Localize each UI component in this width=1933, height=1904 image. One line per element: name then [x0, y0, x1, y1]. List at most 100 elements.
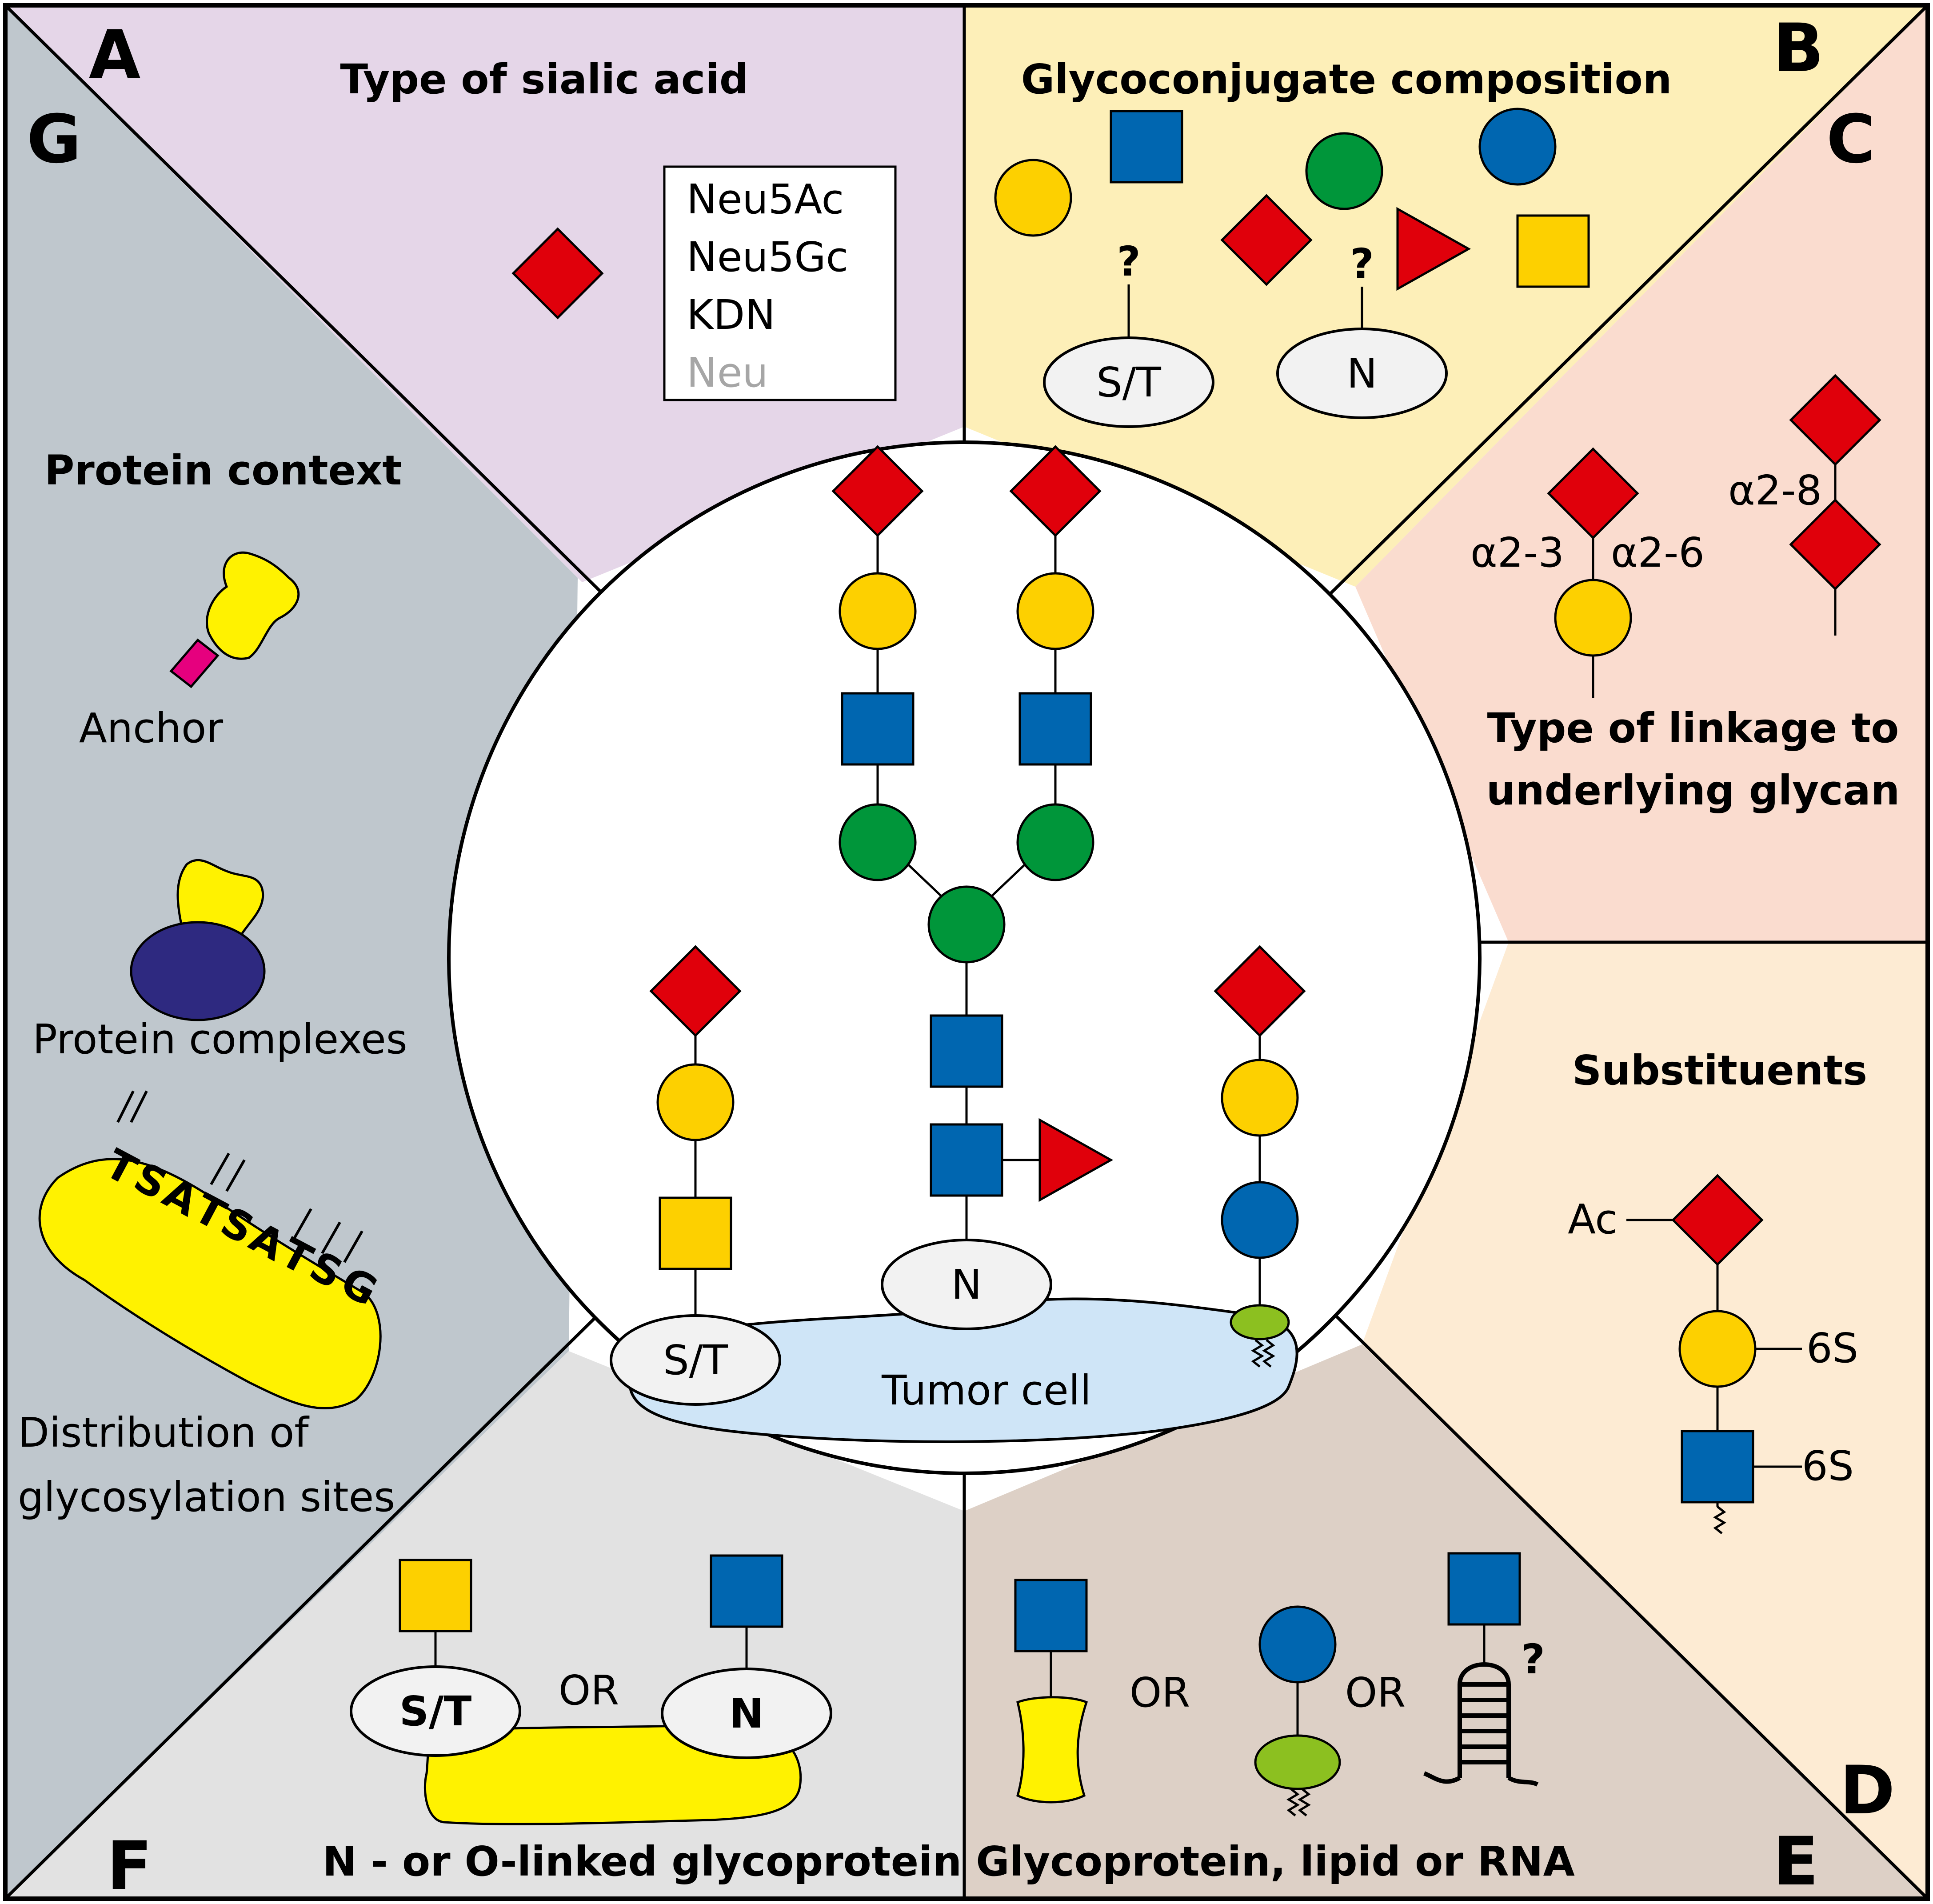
n-site-label: N — [1347, 350, 1378, 397]
lipid-tail — [1251, 1339, 1264, 1368]
glcnac-square — [930, 1014, 1003, 1088]
panel-c-title-line1: Type of linkage to — [1487, 704, 1899, 752]
sialic-type-neu5gc: Neu5Gc — [687, 233, 848, 281]
panel-d-title: Substituents — [1572, 1047, 1867, 1094]
galactose-circle — [839, 572, 917, 650]
glcnac-square — [1014, 1579, 1088, 1652]
sialic-type-neu: Neu — [687, 349, 768, 396]
mannose-circle — [1305, 132, 1383, 210]
galnac-square — [399, 1559, 472, 1632]
linkage-a2-3: α2-3 — [1470, 529, 1564, 576]
st-site-label: S/T — [1096, 359, 1161, 406]
panel-e-background — [964, 1344, 1928, 1899]
sialic-acid-diamond — [1789, 498, 1881, 591]
or-label: OR — [1130, 1669, 1190, 1716]
glycolipid — [1214, 945, 1306, 1368]
galnac-square — [659, 1196, 732, 1270]
sialic-acid-diamond — [1789, 374, 1881, 466]
panel-a-background — [5, 5, 964, 582]
protein-shape — [1016, 1696, 1088, 1804]
linkage-a2-8: α2-8 — [1728, 467, 1822, 514]
galactose-circle — [1678, 1310, 1757, 1388]
tumor-cell-label: Tumor cell — [881, 1367, 1091, 1414]
n-site-ellipse — [661, 1668, 832, 1759]
corner-letter-f: F — [107, 1828, 152, 1904]
ceramide-ellipse — [1230, 1304, 1290, 1340]
question-mark: ? — [1521, 1636, 1545, 1683]
distribution-label-line1: Distribution of — [18, 1409, 310, 1456]
mannose-circle — [927, 885, 1006, 964]
glcnac-square — [1110, 110, 1183, 184]
ceramide-ellipse — [1254, 1734, 1341, 1790]
st-site-label: S/T — [399, 1688, 472, 1735]
linkage-a2-6: α2-6 — [1611, 529, 1705, 576]
sialic-acid-diamond — [1220, 194, 1313, 286]
corner-letter-e: E — [1773, 1823, 1818, 1900]
sialic-type-kdn: KDN — [687, 291, 775, 339]
glcnac-square — [930, 1123, 1003, 1197]
fucose-triangle — [1038, 1118, 1114, 1202]
panel-c-title-line2: underlying glycan — [1486, 767, 1900, 814]
glcnac-square — [841, 692, 915, 766]
sialic-type-neu5ac: Neu5Ac — [687, 176, 844, 223]
glucose-circle — [1478, 108, 1557, 186]
outer-frame — [3, 3, 1930, 1901]
st-site-ellipse — [1043, 336, 1214, 428]
glucose-circle — [1221, 1181, 1299, 1259]
galnac-square — [1516, 214, 1590, 288]
corner-letter-c: C — [1826, 101, 1875, 178]
panel-b: Glycoconjugate composition ? S/T ? N — [994, 56, 1672, 428]
lipid-tail — [1262, 1339, 1275, 1368]
panel-g-title: Protein context — [44, 447, 402, 494]
st-site-label: S/T — [663, 1336, 728, 1384]
panel-d-background — [1362, 942, 1928, 1899]
lipid-tail — [1286, 1788, 1300, 1816]
panel-a: Type of sialic acid Neu5Ac Neu5Gc KDN Ne… — [340, 56, 897, 401]
galactose-circle — [1554, 579, 1632, 657]
fucose-triangle — [1396, 207, 1471, 291]
galactose-circle — [656, 1063, 735, 1141]
sialic-acid-diamond — [831, 445, 924, 537]
question-mark: ? — [1117, 238, 1140, 285]
n-site-label: N — [951, 1261, 982, 1308]
acetyl-label: Ac — [1568, 1196, 1617, 1243]
panel-g: Protein context Anchor Protein complexes… — [18, 447, 407, 1521]
n-site-ellipse — [1276, 328, 1448, 419]
glycosylation-site-ticks — [116, 1090, 363, 1263]
sulfate-label: 6S — [1806, 1324, 1858, 1372]
sialic-acid-diamond — [649, 945, 742, 1037]
corner-letter-d: D — [1840, 1752, 1895, 1829]
panel-a-title: Type of sialic acid — [340, 56, 748, 103]
galactose-circle — [1016, 572, 1094, 650]
panel-f-title: N - or O-linked glycoprotein — [323, 1838, 962, 1885]
glcnac-square — [1447, 1552, 1521, 1626]
glucose-circle — [1258, 1605, 1337, 1684]
background-panels — [5, 5, 1928, 1899]
question-mark: ? — [1350, 240, 1374, 288]
panel-g-background — [5, 5, 578, 1899]
sialic-acid-diamond — [1009, 445, 1102, 537]
sialic-acid-diamond — [1547, 447, 1639, 540]
sialic-acid-diamond — [1671, 1174, 1764, 1266]
n-site-ellipse — [881, 1239, 1052, 1330]
st-site-ellipse — [350, 1665, 521, 1757]
st-site-ellipse — [610, 1314, 781, 1406]
corner-letter-a: A — [89, 16, 140, 94]
corner-letters: A B C D E F G — [27, 10, 1895, 1904]
panel-f: N - or O-linked glycoprotein S/T OR N — [323, 1554, 962, 1885]
panel-b-title: Glycoconjugate composition — [1021, 56, 1672, 103]
panel-c: α2-3 α2-6 α2-8 Type of linkage to underl… — [1470, 374, 1900, 814]
glcnac-square — [1681, 1430, 1754, 1504]
corner-letter-g: G — [27, 101, 81, 178]
squiggle-linker — [1713, 1506, 1726, 1534]
lipid-tail — [1298, 1788, 1311, 1816]
panel-e-title: Glycoprotein, lipid or RNA — [976, 1838, 1575, 1885]
or-label: OR — [559, 1667, 619, 1714]
distribution-label-line2: glycosylation sites — [18, 1473, 395, 1521]
protein-complex-icon — [130, 859, 266, 1021]
sialic-types-box — [663, 165, 897, 401]
panel-e: Glycoprotein, lipid or RNA OR OR ? — [976, 1552, 1575, 1885]
mannose-circle — [1016, 803, 1094, 881]
protein-shape — [38, 1158, 382, 1409]
